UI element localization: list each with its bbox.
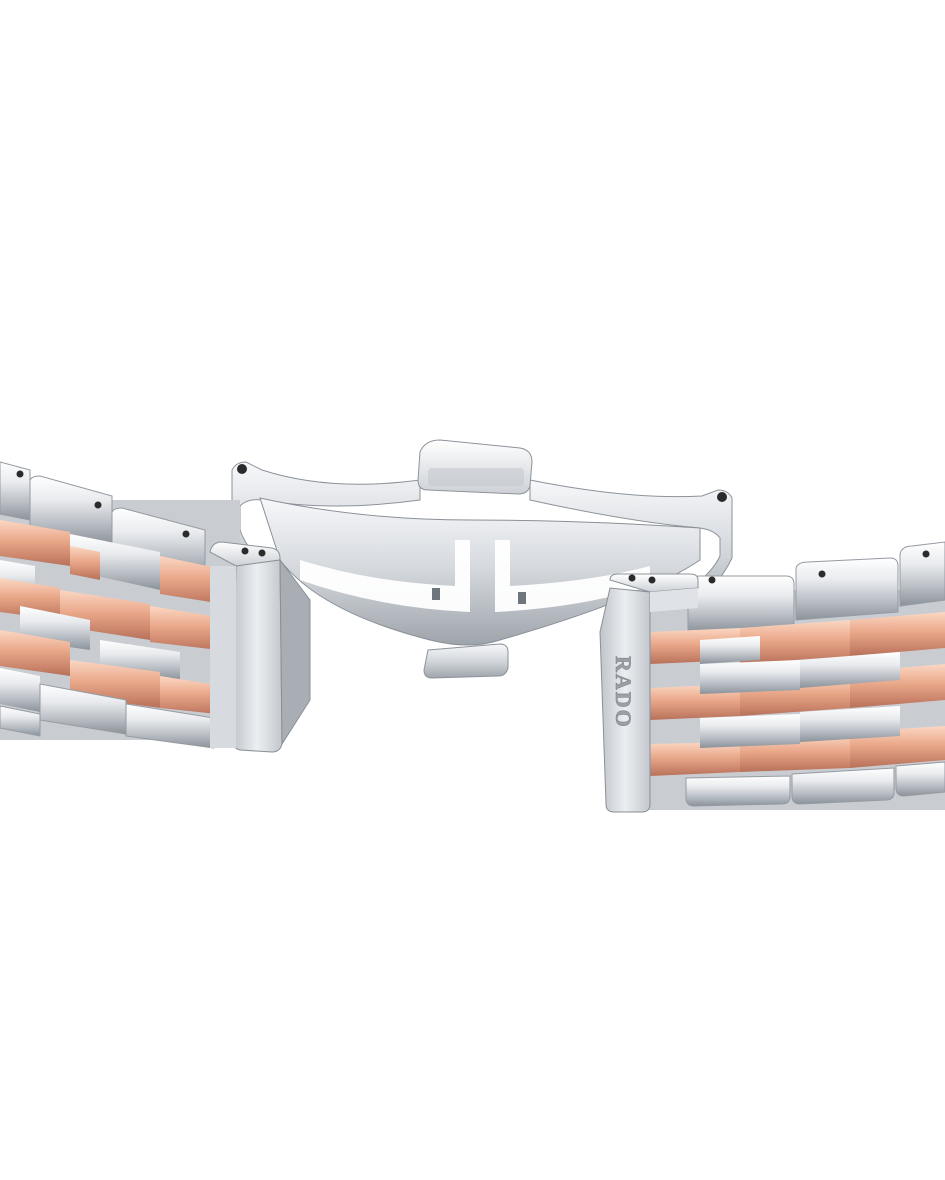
right-link-row-2 bbox=[650, 652, 945, 720]
left-bracelet bbox=[0, 461, 311, 753]
right-bottom-links bbox=[685, 761, 945, 807]
clasp-pin-hole bbox=[237, 464, 247, 474]
right-end-piece: RADO bbox=[599, 573, 699, 813]
right-bracelet: RADO bbox=[599, 541, 945, 813]
rado-engraving: RADO bbox=[611, 656, 636, 729]
right-link-row-3 bbox=[650, 706, 945, 776]
clasp-pin-hole bbox=[717, 492, 727, 502]
clasp-h-cutout bbox=[300, 540, 470, 612]
left-end-piece bbox=[209, 541, 311, 753]
right-link-row-1 bbox=[650, 612, 945, 664]
right-top-links bbox=[687, 541, 945, 633]
left-bottom-links bbox=[0, 683, 215, 749]
clasp-lower-tab bbox=[423, 643, 509, 679]
